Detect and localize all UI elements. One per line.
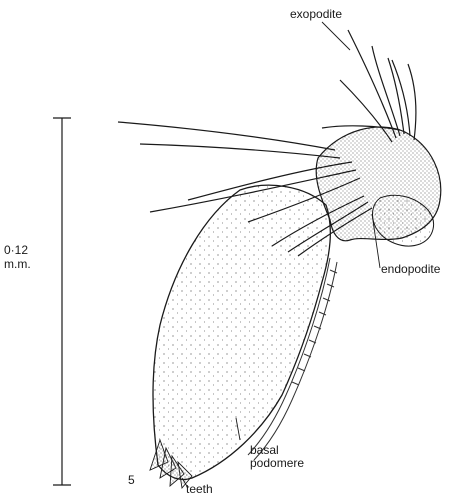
basal-podomere-label-line1: basal [250, 444, 279, 456]
scale-bar-unit: m.m. [4, 258, 31, 270]
teeth-label: teeth [186, 483, 213, 495]
scale-bar [53, 118, 71, 485]
basal-podomere-body [153, 185, 330, 479]
basal-podomere-label-line2: podomere [250, 457, 304, 469]
endopodite-label: endopodite [381, 263, 440, 275]
scale-bar-value: 0·12 [4, 244, 28, 256]
figure-number: 5 [128, 474, 135, 486]
exopodite-label: exopodite [290, 8, 342, 20]
